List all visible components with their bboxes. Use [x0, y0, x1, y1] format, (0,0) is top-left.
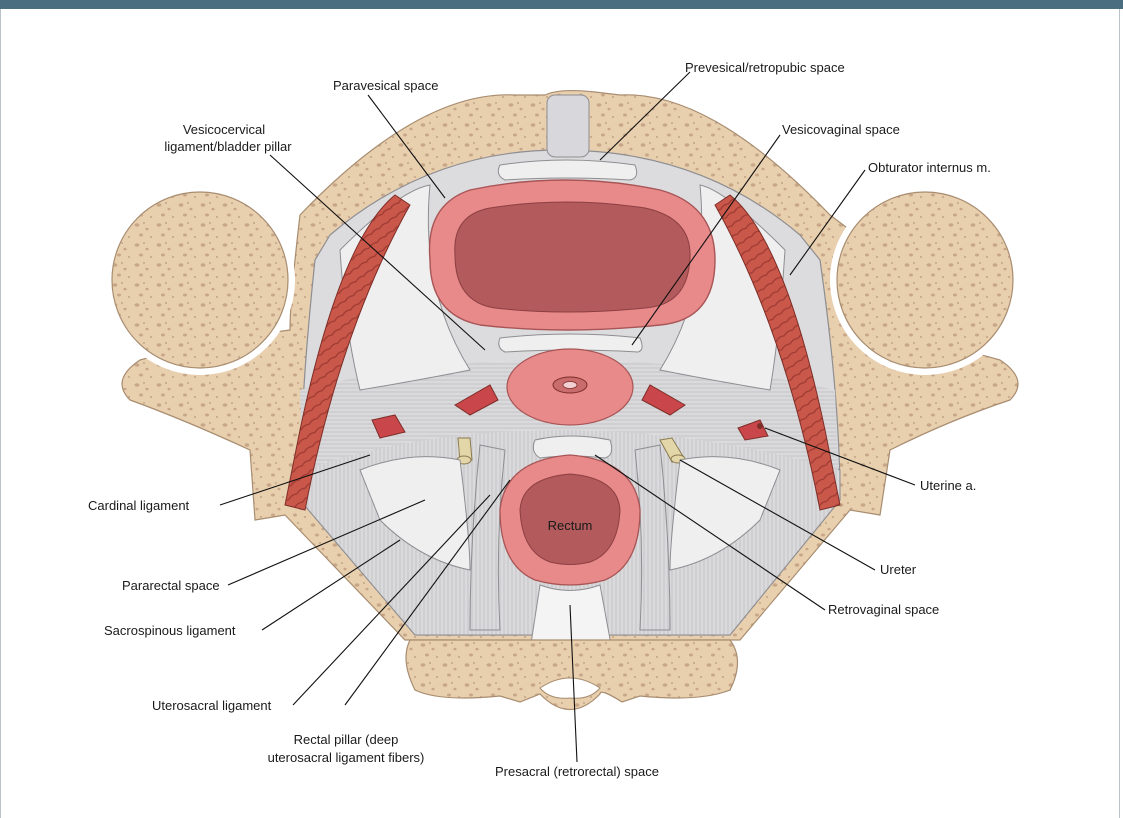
label-paravesical-space: Paravesical space	[333, 78, 439, 93]
label-uterosacral-ligament: Uterosacral ligament	[152, 698, 272, 713]
label-obturator-internus: Obturator internus m.	[868, 160, 991, 175]
label-pararectal-space: Pararectal space	[122, 578, 220, 593]
label-vesicovaginal-space: Vesicovaginal space	[782, 122, 900, 137]
label-ureter: Ureter	[880, 562, 917, 577]
label-rectal-pillar-line1: Rectal pillar (deep	[294, 732, 399, 747]
label-rectum: Rectum	[548, 518, 593, 533]
label-presacral-space: Presacral (retrorectal) space	[495, 764, 659, 779]
label-vesicocervical-line1: Vesicocervical	[183, 122, 265, 137]
label-retrovaginal-space: Retrovaginal space	[828, 602, 939, 617]
label-rectal-pillar-line2: uterosacral ligament fibers)	[268, 750, 425, 765]
label-prevesical-space: Prevesical/retropubic space	[685, 60, 845, 75]
bladder-lumen	[455, 202, 690, 312]
pubic-symphysis	[547, 95, 589, 157]
label-cardinal-ligament: Cardinal ligament	[88, 498, 190, 513]
prevesical-space	[498, 160, 636, 180]
label-vesicocervical-line2: ligament/bladder pillar	[164, 139, 292, 154]
label-sacrospinous-ligament: Sacrospinous ligament	[104, 623, 236, 638]
label-uterine-artery: Uterine a.	[920, 478, 976, 493]
